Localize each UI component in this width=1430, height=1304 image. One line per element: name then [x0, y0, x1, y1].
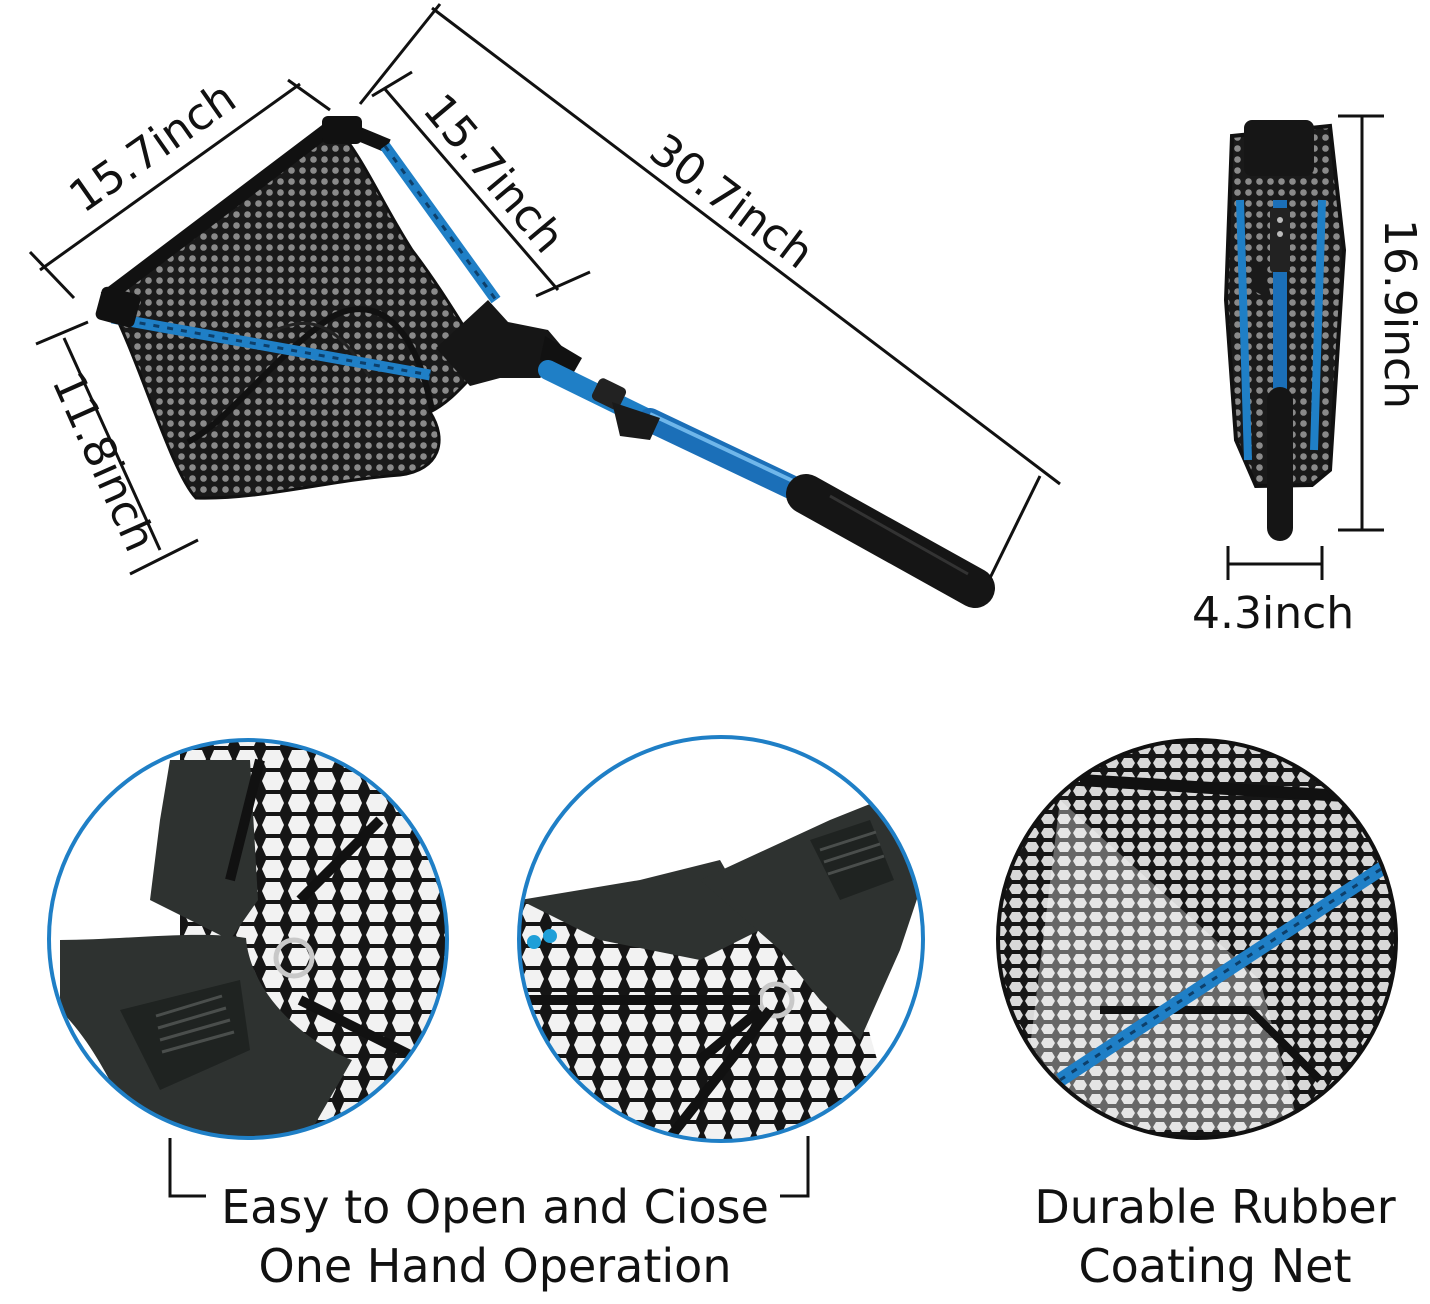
dimension-label-folded-height: 16.9inch: [1374, 218, 1426, 410]
dimension-label-folded-width: 4.3inch: [1192, 588, 1355, 639]
feature-caption-line: Durable Rubber: [1034, 1180, 1396, 1234]
feature-caption-easy-open: Easy to Open and Ciose One Hand Operatio…: [170, 1178, 820, 1296]
detail-clip-closeup: [517, 735, 925, 1143]
landing-net-unfolded: [95, 116, 995, 608]
feature-caption-line: Easy to Open and Ciose: [221, 1180, 769, 1234]
feature-caption-line: Coating Net: [1078, 1238, 1352, 1293]
feature-caption-line: One Hand Operation: [258, 1238, 732, 1293]
dimension-lines-folded: [1226, 114, 1384, 580]
feature-caption-rubber-net: Durable Rubber Coating Net: [1000, 1178, 1430, 1296]
dimension-lines-main: [28, 3, 1061, 579]
caption-bracket: [168, 1136, 810, 1198]
detail-rubber-net-closeup: [996, 738, 1398, 1140]
detail-yoke-closeup: [47, 738, 449, 1140]
landing-net-folded: [1223, 120, 1347, 541]
